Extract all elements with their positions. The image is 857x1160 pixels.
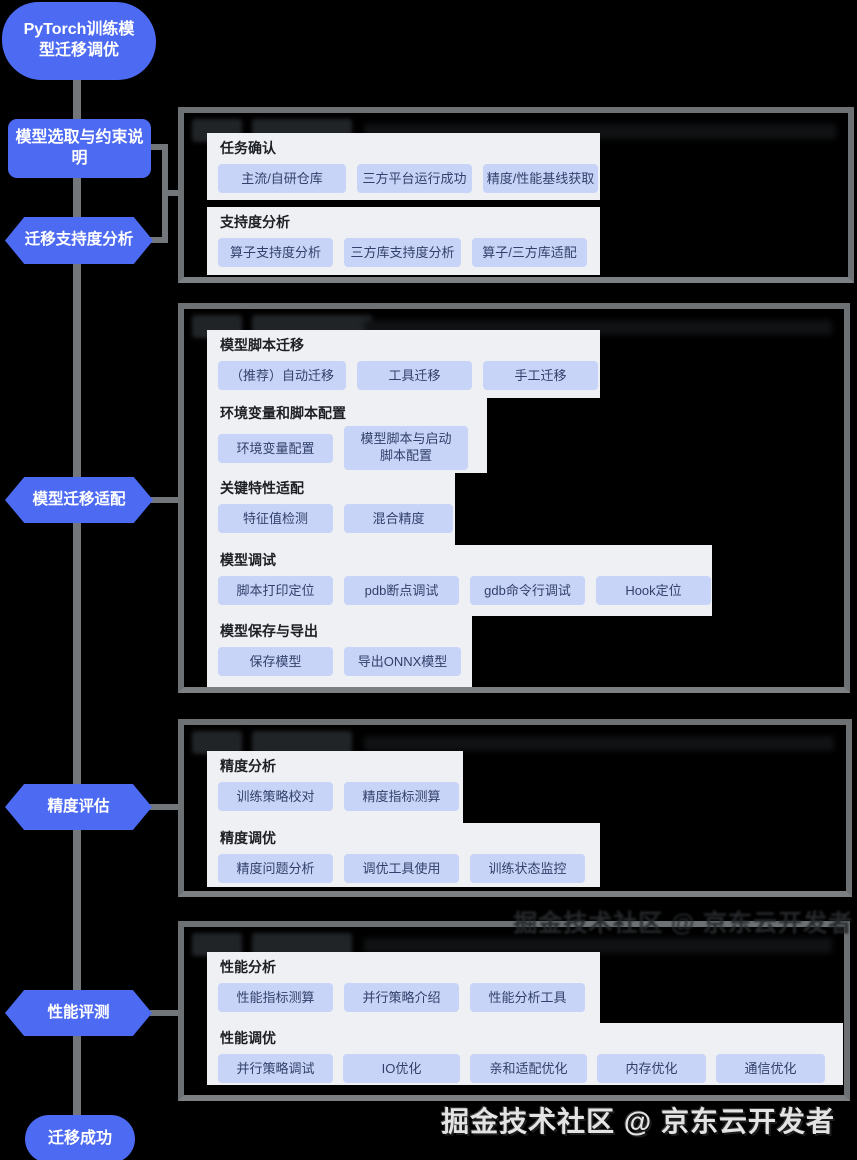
redacted-header-block	[192, 731, 242, 754]
redacted-header-block	[192, 933, 242, 956]
flow-node-model-select[interactable]: 模型选取与约束说明	[8, 119, 151, 178]
tag-button[interactable]: 导出ONNX模型	[344, 647, 461, 676]
flow-node-label: 迁移支持度分析	[24, 231, 134, 249]
tag-row: 特征值检测 混合精度	[218, 504, 455, 533]
section-card: 模型保存与导出 保存模型 导出ONNX模型	[207, 616, 472, 687]
tag-row: 训练策略校对 精度指标测算	[218, 782, 463, 811]
tag-button[interactable]: 训练状态监控	[470, 854, 585, 883]
flow-node-perf-eval[interactable]: 性能评测	[5, 990, 152, 1036]
flow-node-accuracy-eval[interactable]: 精度评估	[5, 784, 152, 830]
section-title: 性能调优	[220, 1030, 276, 1046]
watermark: 掘金技术社区 @ 京东云开发者	[441, 1106, 835, 1137]
panel-perf-eval: 性能分析 性能指标测算 并行策略介绍 性能分析工具 性能调优 并行策略调试 IO…	[178, 921, 850, 1101]
tag-button[interactable]: 三方库支持度分析	[344, 238, 461, 267]
flow-node-model-adapt[interactable]: 模型迁移适配	[5, 477, 153, 523]
section-title: 精度分析	[220, 758, 276, 774]
tag-row: 精度问题分析 调优工具使用 训练状态监控	[218, 854, 600, 883]
tag-button[interactable]: Hook定位	[596, 576, 711, 605]
flow-node-root-label: PyTorch训练模 型迁移调优	[23, 21, 135, 59]
redacted-header-streak	[364, 938, 832, 953]
tag-button[interactable]: （推荐）自动迁移	[218, 361, 346, 390]
tag-button[interactable]: 调优工具使用	[344, 854, 459, 883]
flow-node-label: 模型选取与约束说明	[15, 128, 144, 167]
tag-button[interactable]: 通信优化	[716, 1054, 825, 1083]
tag-row: 算子支持度分析 三方库支持度分析 算子/三方库适配	[218, 238, 600, 267]
section-title: 任务确认	[220, 140, 276, 156]
tag-button[interactable]: 精度指标测算	[344, 782, 459, 811]
panel-accuracy-eval: 精度分析 训练策略校对 精度指标测算 精度调优 精度问题分析 调优工具使用 训练…	[178, 719, 852, 897]
redacted-header-streak	[364, 736, 834, 751]
tag-row: 保存模型 导出ONNX模型	[218, 647, 472, 676]
tag-button[interactable]: 精度问题分析	[218, 854, 333, 883]
redacted-header-block	[252, 731, 352, 754]
tag-button[interactable]: 训练策略校对	[218, 782, 333, 811]
tag-button[interactable]: 手工迁移	[483, 361, 598, 390]
section-title: 环境变量和脚本配置	[220, 405, 346, 421]
section-card: 性能调优 并行策略调试 IO优化 亲和适配优化 内存优化 通信优化	[207, 1023, 843, 1085]
tag-row: （推荐）自动迁移 工具迁移 手工迁移	[218, 361, 600, 390]
section-card: 支持度分析 算子支持度分析 三方库支持度分析 算子/三方库适配	[207, 207, 600, 275]
section-title: 模型保存与导出	[220, 623, 318, 639]
tag-button[interactable]: 内存优化	[597, 1054, 706, 1083]
tag-button[interactable]: 三方平台运行成功	[357, 164, 472, 193]
section-card: 环境变量和脚本配置 环境变量配置 模型脚本与启动 脚本配置	[207, 398, 487, 473]
tag-button[interactable]: 精度/性能基线获取	[483, 164, 598, 193]
tag-button[interactable]: 主流/自研仓库	[218, 164, 346, 193]
panel-model-adapt: 模型脚本迁移 （推荐）自动迁移 工具迁移 手工迁移 环境变量和脚本配置 环境变量…	[178, 303, 850, 693]
section-title: 模型脚本迁移	[220, 337, 304, 353]
section-title: 关键特性适配	[220, 480, 304, 496]
tag-row: 并行策略调试 IO优化 亲和适配优化 内存优化 通信优化	[218, 1054, 843, 1083]
tag-button[interactable]: 工具迁移	[357, 361, 472, 390]
section-title: 支持度分析	[220, 214, 290, 230]
section-title: 模型调试	[220, 552, 276, 568]
tag-button[interactable]: gdb命令行调试	[470, 576, 585, 605]
connector-model-select	[148, 144, 168, 150]
section-card: 任务确认 主流/自研仓库 三方平台运行成功 精度/性能基线获取	[207, 133, 600, 200]
connector-panel3	[150, 804, 180, 810]
tag-button[interactable]: 模型脚本与启动 脚本配置	[344, 426, 468, 470]
tag-button[interactable]: 算子/三方库适配	[472, 238, 587, 267]
tag-row: 性能指标测算 并行策略介绍 性能分析工具	[218, 983, 600, 1012]
watermark-ghost: 掘金技术社区 @ 京东云开发者	[513, 910, 853, 937]
tag-button[interactable]: 特征值检测	[218, 504, 333, 533]
redacted-header-block	[252, 933, 352, 956]
tag-button[interactable]: 亲和适配优化	[470, 1054, 587, 1083]
section-card: 模型调试 脚本打印定位 pdb断点调试 gdb命令行调试 Hook定位	[207, 545, 712, 616]
tag-button[interactable]: 并行策略调试	[218, 1054, 333, 1083]
flow-node-label: 性能评测	[47, 1003, 110, 1021]
tag-row: 主流/自研仓库 三方平台运行成功 精度/性能基线获取	[218, 164, 600, 193]
tag-button[interactable]: 并行策略介绍	[344, 983, 459, 1012]
connector-panel2	[150, 497, 180, 503]
tag-button[interactable]: 脚本打印定位	[218, 576, 333, 605]
tag-row: 脚本打印定位 pdb断点调试 gdb命令行调试 Hook定位	[218, 576, 712, 605]
section-title: 性能分析	[220, 959, 276, 975]
flow-node-label: 迁移成功	[47, 1129, 112, 1147]
tag-button[interactable]: 性能指标测算	[218, 983, 333, 1012]
flow-node-label: 模型迁移适配	[32, 490, 126, 508]
connector-stub-panel1	[164, 190, 180, 196]
section-card: 精度调优 精度问题分析 调优工具使用 训练状态监控	[207, 823, 600, 887]
tag-button[interactable]: IO优化	[343, 1054, 460, 1083]
tag-row: 环境变量配置 模型脚本与启动 脚本配置	[218, 426, 487, 470]
panel-support-analysis: 任务确认 主流/自研仓库 三方平台运行成功 精度/性能基线获取 支持度分析 算子…	[178, 107, 854, 283]
flow-spine-connector	[73, 78, 81, 1118]
tag-button[interactable]: 算子支持度分析	[218, 238, 333, 267]
section-card: 关键特性适配 特征值检测 混合精度	[207, 473, 455, 545]
section-card: 精度分析 训练策略校对 精度指标测算	[207, 751, 463, 823]
flow-node-migration-support[interactable]: 迁移支持度分析	[5, 217, 153, 264]
section-title: 精度调优	[220, 830, 276, 846]
tag-button[interactable]: 保存模型	[218, 647, 333, 676]
section-card: 性能分析 性能指标测算 并行策略介绍 性能分析工具	[207, 952, 600, 1023]
tag-button[interactable]: 环境变量配置	[218, 433, 333, 463]
connector-panel4	[150, 1010, 180, 1016]
tag-button[interactable]: 性能分析工具	[470, 983, 585, 1012]
tag-button[interactable]: pdb断点调试	[344, 576, 459, 605]
tag-button[interactable]: 混合精度	[344, 504, 453, 533]
section-card: 模型脚本迁移 （推荐）自动迁移 工具迁移 手工迁移	[207, 330, 600, 398]
flow-node-success[interactable]: 迁移成功	[25, 1115, 135, 1160]
flow-node-label: 精度评估	[47, 797, 110, 815]
flow-node-root[interactable]: PyTorch训练模 型迁移调优	[2, 2, 156, 80]
connector-migration-support	[148, 237, 168, 243]
